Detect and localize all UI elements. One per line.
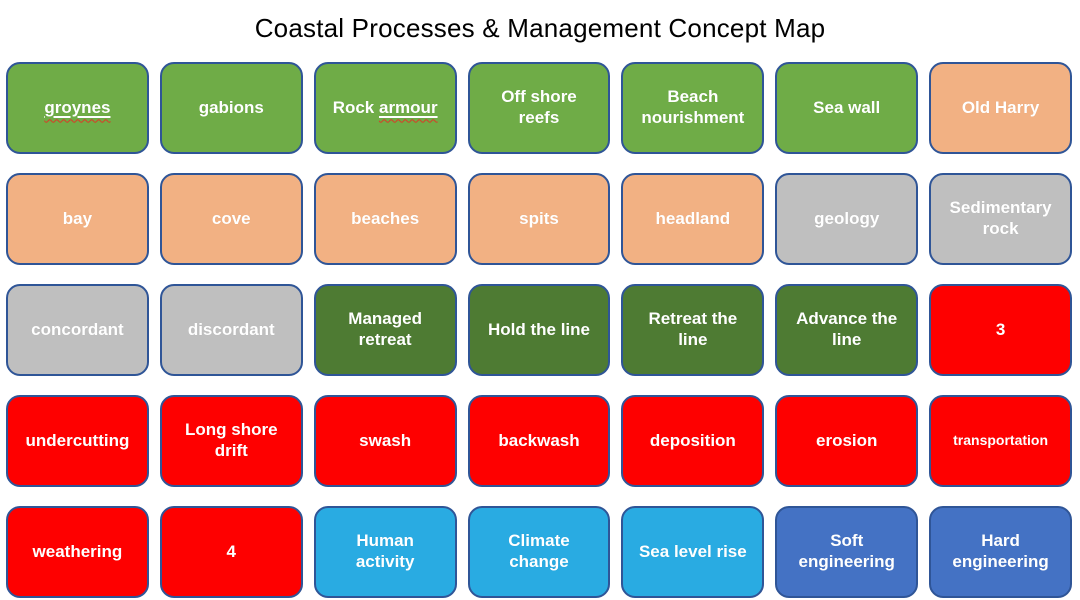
concept-box-hold-the-line[interactable]: Hold the line bbox=[467, 284, 611, 376]
concept-box-sea-wall[interactable]: Sea wall bbox=[775, 62, 919, 154]
concept-box-label: Hard engineering bbox=[952, 531, 1049, 571]
concept-box-weathering[interactable]: weathering bbox=[6, 506, 149, 598]
concept-box-bay[interactable]: bay bbox=[6, 173, 149, 265]
concept-box-groynes[interactable]: groynes bbox=[6, 62, 149, 154]
concept-box-label: bay bbox=[62, 208, 93, 228]
concept-box-label: Hold the line bbox=[487, 319, 590, 339]
concept-box-old-harry[interactable]: Old Harry bbox=[929, 62, 1072, 154]
concept-box-backwash[interactable]: backwash bbox=[467, 395, 611, 487]
concept-box-sedimentary-rock[interactable]: Sedimentary rock bbox=[929, 173, 1072, 265]
concept-box-label: Old Harry bbox=[961, 97, 1040, 117]
concept-box-label: Sedimentary rock bbox=[949, 198, 1052, 238]
concept-box-headland[interactable]: headland bbox=[621, 173, 765, 265]
concept-box-label: Sea wall bbox=[813, 97, 881, 117]
concept-box-label: weathering bbox=[32, 541, 123, 561]
concept-box-erosion[interactable]: erosion bbox=[775, 395, 919, 487]
concept-box-label: 3 bbox=[995, 319, 1006, 339]
concept-box-label: swash bbox=[359, 430, 412, 450]
concept-box-label: transportation bbox=[953, 432, 1049, 449]
concept-box-gabions[interactable]: gabions bbox=[159, 62, 303, 154]
concept-box-off-shore-reefs[interactable]: Off shore reefs bbox=[467, 62, 611, 154]
concept-box-label: gabions bbox=[198, 97, 264, 117]
slide-title: Coastal Processes & Management Concept M… bbox=[254, 13, 826, 43]
concept-box-label: Advance the line bbox=[796, 309, 898, 349]
concept-box-climate-change[interactable]: Climate change bbox=[467, 506, 611, 598]
concept-box-label: erosion bbox=[816, 430, 878, 450]
concept-box-label: spits bbox=[519, 208, 559, 228]
spellcheck-squiggle: groynes bbox=[44, 97, 111, 117]
concept-box-label: Human activity bbox=[355, 531, 415, 571]
concept-box-3[interactable]: 3 bbox=[929, 284, 1072, 376]
concept-box-label: headland bbox=[655, 208, 731, 228]
concept-box-transportation[interactable]: transportation bbox=[929, 395, 1072, 487]
concept-box-label: cove bbox=[211, 208, 251, 228]
concept-box-long-shore-drift[interactable]: Long shore drift bbox=[159, 395, 303, 487]
concept-box-label: beaches bbox=[351, 208, 420, 228]
concept-box-label: Retreat the line bbox=[648, 309, 738, 349]
concept-grid: groynes gabions Rock armour Off shore reefs… bbox=[6, 62, 1072, 598]
concept-box-label: Climate change bbox=[508, 531, 570, 571]
concept-box-label: geology bbox=[814, 208, 880, 228]
concept-box-rock-armour[interactable]: Rock armour bbox=[313, 62, 457, 154]
concept-box-label: backwash bbox=[498, 430, 580, 450]
concept-box-geology[interactable]: geology bbox=[775, 173, 919, 265]
concept-box-discordant[interactable]: discordant bbox=[159, 284, 303, 376]
concept-box-managed-retreat[interactable]: Managed retreat bbox=[313, 284, 457, 376]
concept-box-concordant[interactable]: concordant bbox=[6, 284, 149, 376]
concept-box-beaches[interactable]: beaches bbox=[313, 173, 457, 265]
spellcheck-squiggle: armour bbox=[378, 97, 438, 117]
concept-box-label: deposition bbox=[649, 430, 736, 450]
concept-box-label: undercutting bbox=[25, 430, 130, 450]
concept-box-label: Managed retreat bbox=[348, 309, 422, 349]
concept-box-label: Rock armour bbox=[332, 97, 438, 117]
concept-box-spits[interactable]: spits bbox=[467, 173, 611, 265]
concept-box-label: Long shore drift bbox=[184, 420, 278, 460]
concept-box-soft-engineering[interactable]: Soft engineering bbox=[775, 506, 919, 598]
concept-box-label: Soft engineering bbox=[798, 531, 895, 571]
concept-box-label: concordant bbox=[31, 319, 124, 339]
concept-box-label: groynes bbox=[44, 98, 110, 119]
concept-box-label: discordant bbox=[187, 319, 275, 339]
concept-box-label: Off shore reefs bbox=[501, 87, 577, 127]
concept-box-deposition[interactable]: deposition bbox=[621, 395, 765, 487]
concept-box-label: 4 bbox=[226, 541, 236, 561]
concept-box-4[interactable]: 4 bbox=[159, 506, 303, 598]
concept-box-hard-engineering[interactable]: Hard engineering bbox=[929, 506, 1072, 598]
concept-box-retreat-the-line[interactable]: Retreat the line bbox=[621, 284, 765, 376]
concept-box-undercutting[interactable]: undercutting bbox=[6, 395, 149, 487]
concept-box-sea-level-rise[interactable]: Sea level rise bbox=[621, 506, 765, 598]
concept-box-label: Sea level rise bbox=[638, 541, 747, 561]
concept-box-label: Beach nourishment bbox=[641, 87, 745, 127]
concept-box-cove[interactable]: cove bbox=[159, 173, 303, 265]
concept-box-human-activity[interactable]: Human activity bbox=[313, 506, 457, 598]
concept-box-swash[interactable]: swash bbox=[313, 395, 457, 487]
concept-box-advance-the-line[interactable]: Advance the line bbox=[775, 284, 919, 376]
concept-box-beach-nourishment[interactable]: Beach nourishment bbox=[621, 62, 765, 154]
